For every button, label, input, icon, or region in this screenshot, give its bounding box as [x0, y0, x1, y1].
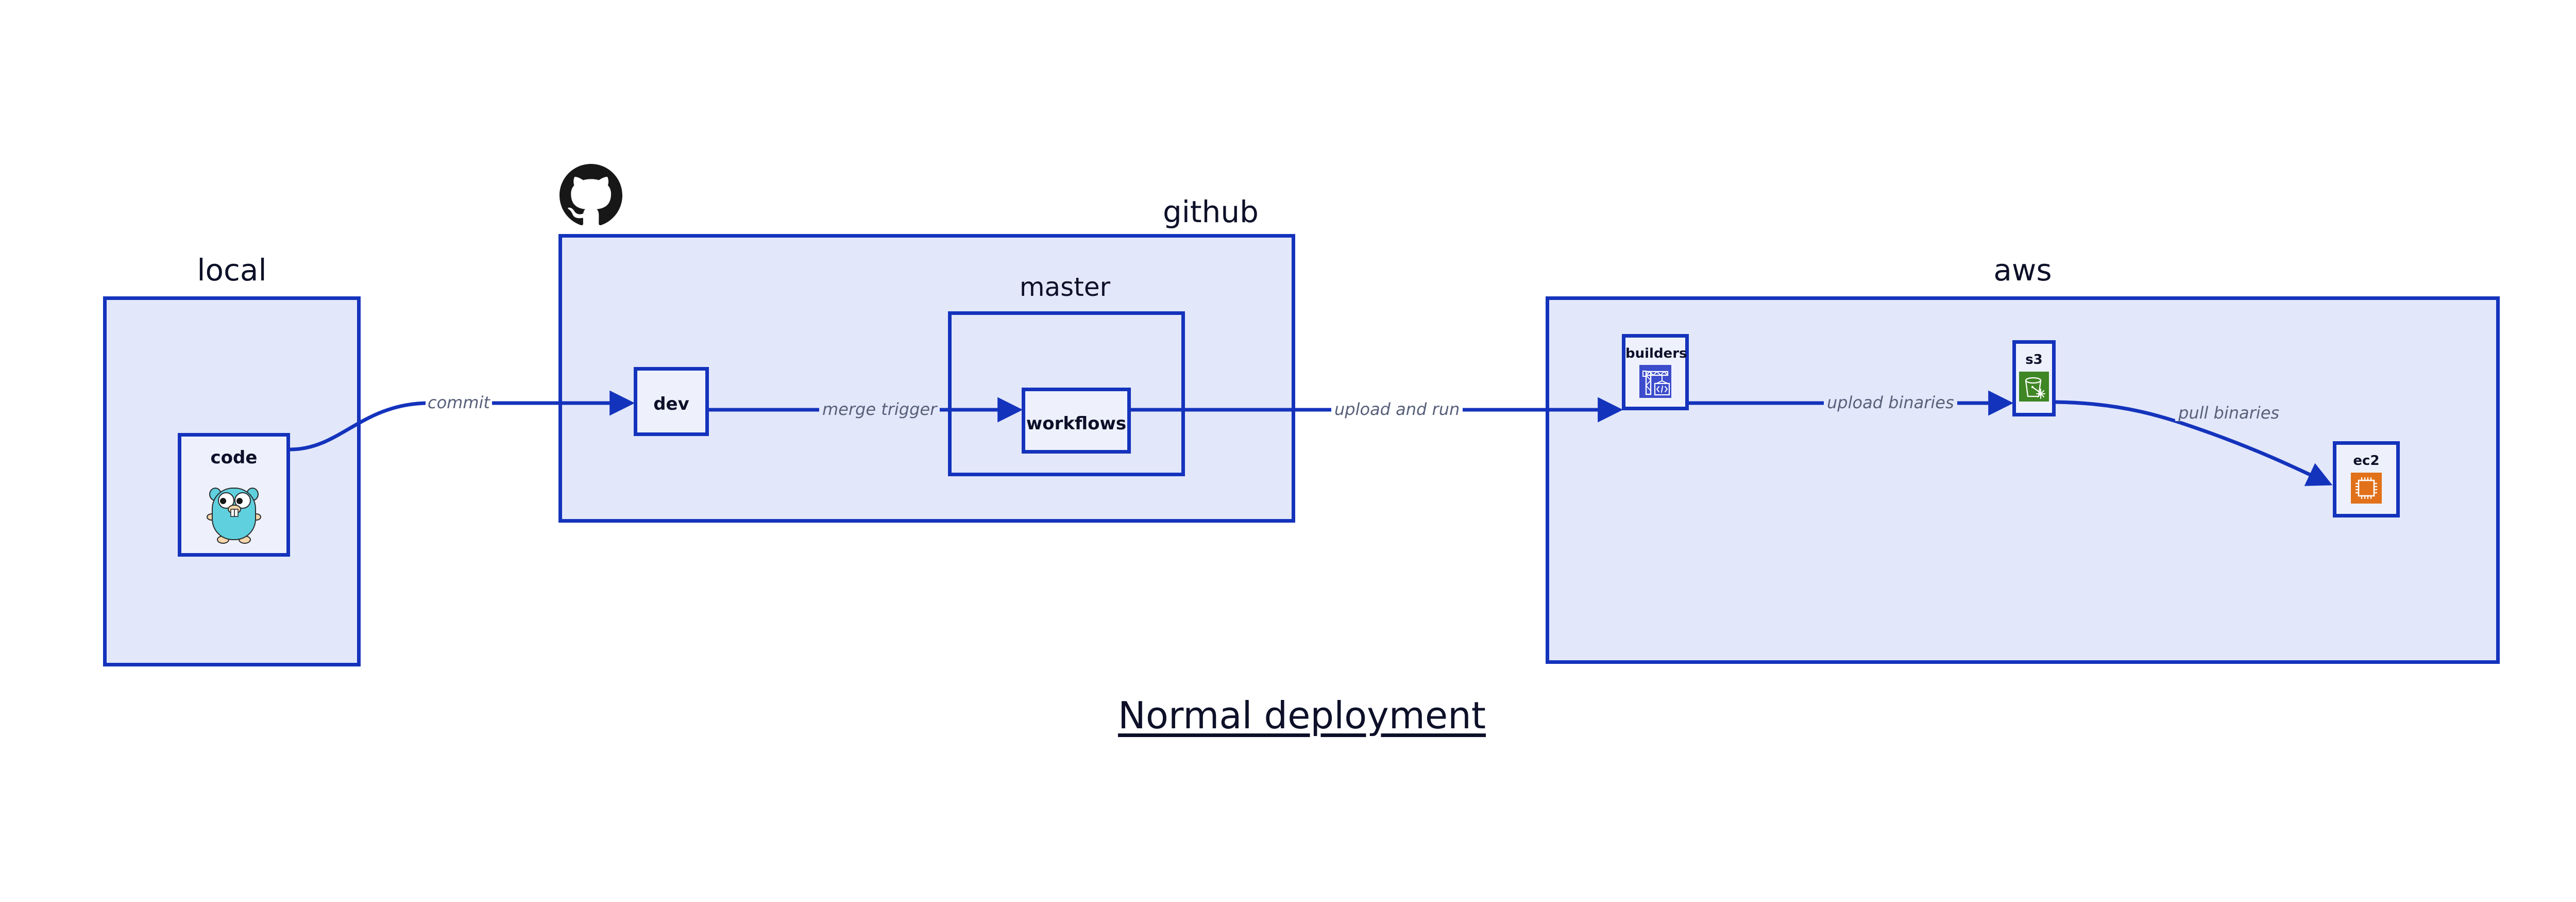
edge-label-pull-binaries: pull binaries: [2175, 405, 2283, 421]
node-box-code[interactable]: code: [178, 433, 290, 557]
node-box-builders[interactable]: builders: [1622, 334, 1689, 410]
node-box-workflows[interactable]: workflows: [1022, 388, 1131, 454]
node-label-code: code: [210, 447, 258, 468]
group-label-master: master: [1019, 272, 1111, 302]
node-label-ec2: ec2: [2353, 453, 2380, 469]
group-label-github: github: [1162, 194, 1259, 229]
node-label-dev: dev: [653, 394, 689, 414]
aws-codebuild-icon: [1639, 365, 1671, 398]
node-box-s3[interactable]: s3: [2012, 340, 2056, 416]
edge-label-upload-binaries: upload binaries: [1824, 394, 1957, 411]
node-label-s3: s3: [2025, 352, 2043, 368]
aws-ec2-icon: [2351, 473, 2382, 504]
group-label-aws: aws: [1993, 253, 2052, 288]
diagram-title: Normal deployment: [1117, 694, 1486, 737]
edge-label-merge-trigger: merge trigger: [819, 401, 940, 417]
aws-s3-glacier-icon: [2019, 372, 2049, 402]
go-gopher-icon: [206, 477, 262, 544]
edge-label-upload-and-run: upload and run: [1331, 401, 1463, 417]
node-box-dev[interactable]: dev: [634, 367, 709, 436]
group-label-local: local: [197, 253, 267, 288]
edge-label-commit: commit: [426, 394, 492, 411]
github-mark-icon: [560, 164, 622, 227]
node-label-workflows: workflows: [1026, 413, 1127, 434]
node-label-builders: builders: [1625, 346, 1687, 361]
node-box-ec2[interactable]: ec2: [2333, 441, 2400, 517]
